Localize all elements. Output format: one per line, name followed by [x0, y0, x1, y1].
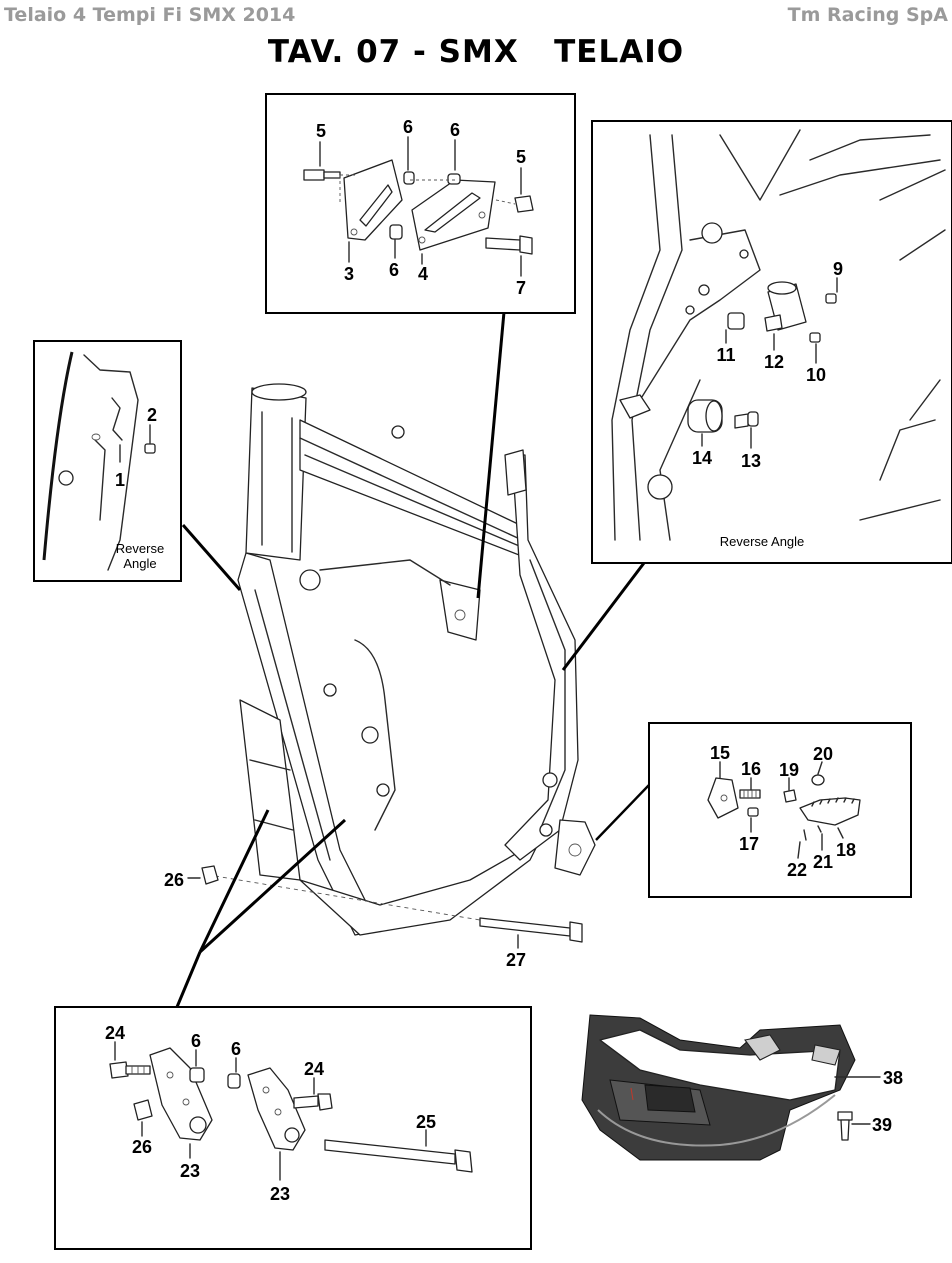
- callout-16: 16: [741, 759, 761, 779]
- callout-7: 7: [516, 278, 526, 298]
- nut-26: [201, 865, 219, 885]
- callout-11: 11: [716, 345, 735, 365]
- callout-10: 10: [806, 365, 826, 385]
- callout-6c: 6: [389, 260, 399, 280]
- callout-6d: 6: [191, 1031, 201, 1051]
- leader-lines: [175, 311, 650, 1008]
- main-frame: [237, 383, 596, 936]
- callout-19: 19: [779, 760, 799, 780]
- callout-20: 20: [813, 744, 833, 764]
- callout-23b: 23: [270, 1184, 290, 1204]
- callout-18: 18: [836, 840, 856, 860]
- callout-23a: 23: [180, 1161, 200, 1181]
- caption-reverse-left-2: Angle: [123, 556, 156, 571]
- callout-21: 21: [813, 852, 833, 872]
- callout-labels: 1 2 3 4 5 5 6 6 6 7 9 10 11 12 13 14 15 …: [105, 117, 903, 1204]
- callout-6e: 6: [231, 1039, 241, 1059]
- detail-box-reverse-right: [591, 120, 952, 564]
- caption-reverse-right: Reverse Angle: [720, 534, 805, 549]
- callout-9: 9: [833, 259, 843, 279]
- callout-12: 12: [764, 352, 784, 372]
- header-model: Telaio 4 Tempi Fi SMX 2014: [4, 4, 296, 26]
- callout-26b: 26: [132, 1137, 152, 1157]
- pivot-bolt-27: [479, 917, 571, 937]
- callout-15: 15: [710, 743, 730, 763]
- page-title: TAV. 07 - SMX TELAIO: [267, 34, 685, 70]
- callout-4: 4: [418, 264, 428, 284]
- callout-24a: 24: [105, 1023, 125, 1043]
- callout-24b: 24: [304, 1059, 324, 1079]
- callout-3: 3: [344, 264, 354, 284]
- callout-26a: 26: [164, 870, 184, 890]
- detail-box-engine-mounts: [265, 93, 576, 314]
- callout-25: 25: [416, 1112, 436, 1132]
- header-company: Tm Racing SpA: [787, 4, 948, 26]
- callout-27: 27: [506, 950, 526, 970]
- caption-reverse-left-1: Reverse: [116, 541, 164, 556]
- callout-6a: 6: [403, 117, 413, 137]
- swingarm-pivot-assembly: [187, 865, 583, 949]
- skid-plate: [581, 1014, 881, 1161]
- callout-14: 14: [692, 448, 712, 468]
- detail-box-engine-plates: [54, 1006, 532, 1250]
- detail-box-footpeg: [648, 722, 912, 898]
- callout-1: 1: [115, 470, 125, 490]
- callout-5b: 5: [516, 147, 526, 167]
- callout-17: 17: [739, 834, 759, 854]
- detail-box-reverse-left: [33, 340, 182, 582]
- callout-13: 13: [741, 451, 761, 471]
- callout-22: 22: [787, 860, 807, 880]
- callout-38: 38: [883, 1068, 903, 1088]
- callout-39: 39: [872, 1115, 892, 1135]
- callout-2: 2: [147, 405, 157, 425]
- callout-6b: 6: [450, 120, 460, 140]
- callout-5a: 5: [316, 121, 326, 141]
